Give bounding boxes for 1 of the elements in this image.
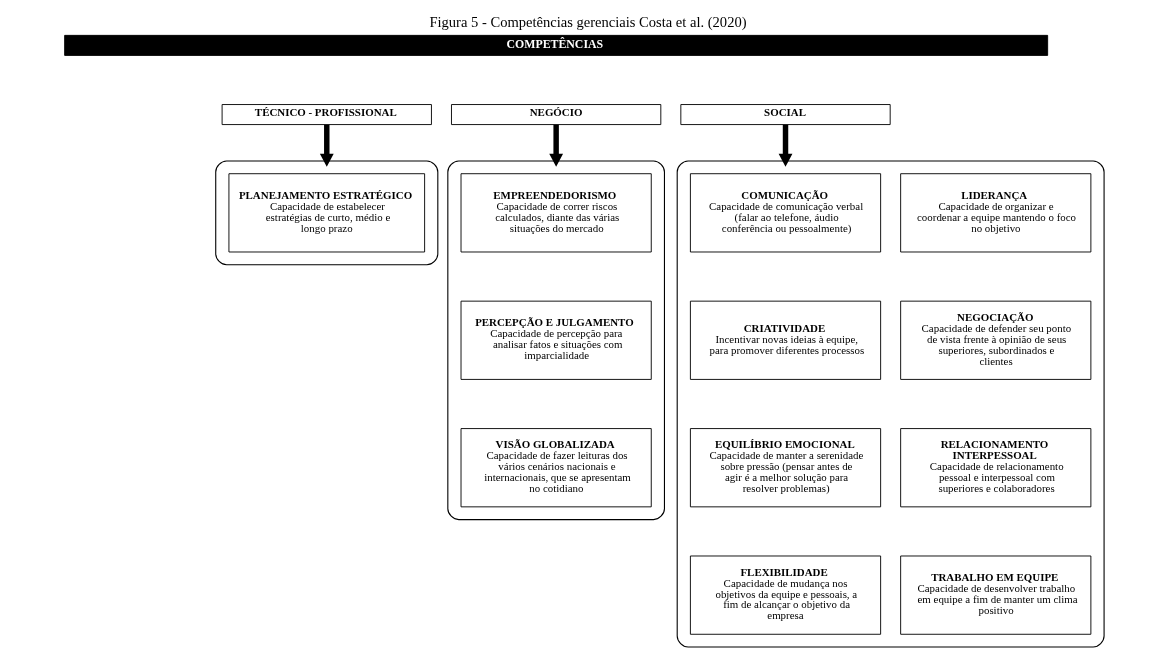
diagram-title: Figura 5 - Competências gerenciais Costa et al. (2020): [429, 13, 747, 30]
